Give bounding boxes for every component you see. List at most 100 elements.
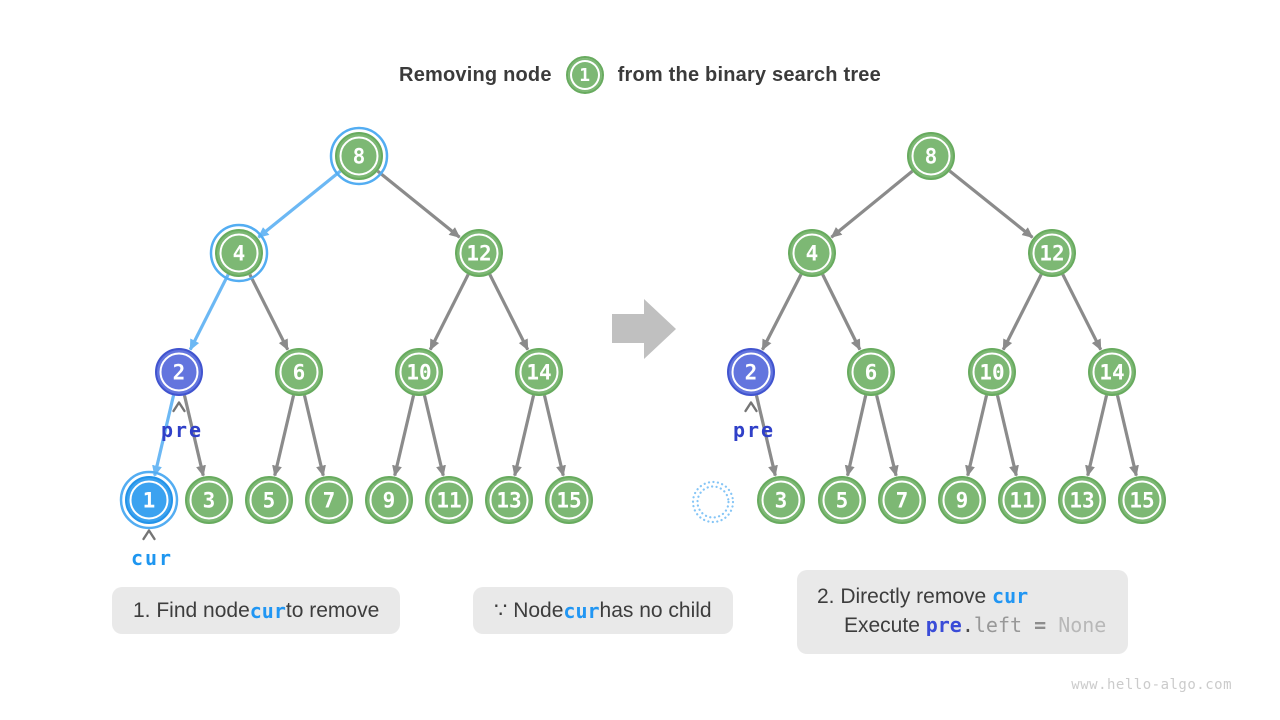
tree-node-8: 8	[329, 126, 389, 186]
edge-2-3	[182, 395, 206, 477]
edge-10-9	[965, 395, 989, 477]
node-value: 1	[143, 489, 156, 513]
node-value: 2	[173, 361, 186, 385]
edge-14-13	[512, 395, 536, 477]
node-value: 14	[1099, 361, 1124, 385]
edge-10-11	[995, 395, 1019, 477]
edge-14-15	[1115, 395, 1139, 477]
edge-14-15	[542, 395, 566, 477]
code-left-attr: left	[973, 613, 1023, 637]
node-value: 7	[896, 489, 909, 513]
removed-node-ghost-icon	[691, 480, 735, 524]
node-value: 11	[436, 489, 461, 513]
tree-node-6: 6	[847, 348, 895, 396]
edge-10-11	[422, 395, 446, 477]
edge-2-1	[152, 395, 176, 477]
node-value: 13	[496, 489, 521, 513]
tree-node-12: 12	[1028, 229, 1076, 277]
right-tree: 8 4 12 2 6 10 14 3 5 7 9 11 13 15 pre	[691, 132, 1166, 524]
cur-keyword: cur	[563, 598, 600, 623]
caret-up-icon	[142, 529, 156, 541]
edge-12-10	[1001, 273, 1043, 351]
node-value: 15	[1129, 489, 1154, 513]
cur-keyword: cur	[249, 598, 286, 623]
cur-keyword: cur	[992, 584, 1029, 608]
caption-step1: 1. Find node cur to remove	[112, 587, 401, 634]
tree-node-1: 1	[119, 470, 179, 530]
node-value: 9	[956, 489, 969, 513]
tree-node-9: 9	[938, 476, 986, 524]
tree-node-10: 10	[395, 348, 443, 396]
tree-node-2: 2	[727, 348, 775, 396]
caption-step2-text: 2. Directly remove	[817, 585, 993, 608]
tree-node-2: 2	[155, 348, 203, 396]
edge-6-5	[844, 395, 868, 477]
node-value: 4	[806, 242, 819, 266]
caption-step1-text: 1. Find node	[133, 598, 250, 622]
tree-node-14: 14	[1088, 348, 1136, 396]
caret-up-icon	[744, 401, 758, 413]
edge-8-12	[948, 169, 1034, 239]
node-value: 5	[836, 489, 849, 513]
tree-node-13: 13	[485, 476, 533, 524]
title-prefix: Removing node	[399, 63, 552, 86]
tree-node-8: 8	[907, 132, 955, 180]
edge-2-3	[754, 395, 778, 477]
edge-6-5	[272, 395, 296, 477]
edge-8-4	[830, 169, 914, 239]
caret-up-icon	[172, 401, 186, 413]
tree-node-7: 7	[878, 476, 926, 524]
tree-node-5: 5	[818, 476, 866, 524]
tree-node-7: 7	[305, 476, 353, 524]
title-suffix: from the binary search tree	[617, 63, 881, 86]
edge-8-4	[257, 169, 342, 239]
code-dot: .	[961, 613, 974, 637]
edge-12-10	[428, 273, 470, 351]
caption-step2-text2: Execute	[844, 614, 926, 637]
page-title: Removing node 1 from the binary search t…	[0, 51, 1280, 99]
node-value: 3	[203, 489, 216, 513]
tree-node-3: 3	[757, 476, 805, 524]
edge-8-12	[376, 169, 461, 239]
cur-pointer-label: cur	[131, 546, 173, 570]
tree-node-9: 9	[365, 476, 413, 524]
caption-step2-line2: Execute pre.left = None	[817, 611, 1106, 640]
caption-step1-text2: to remove	[285, 598, 380, 622]
node-value: 6	[293, 361, 306, 385]
caption-because: ∵ Node cur has no child	[473, 587, 733, 634]
tree-node-5: 5	[245, 476, 293, 524]
tree-node-10: 10	[968, 348, 1016, 396]
node-value: 7	[323, 489, 336, 513]
tree-node-15: 15	[1118, 476, 1166, 524]
code-equals: =	[1022, 613, 1059, 637]
edge-4-2	[760, 273, 803, 351]
tree-node-4: 4	[788, 229, 836, 277]
tree-node-3: 3	[185, 476, 233, 524]
node-value: 4	[233, 242, 246, 266]
edge-14-13	[1085, 395, 1109, 477]
node-value: 9	[383, 489, 396, 513]
pre-pointer-label: pre	[733, 418, 775, 442]
node-value: 15	[556, 489, 581, 513]
node-value: 10	[979, 361, 1004, 385]
caption-because-text2: has no child	[599, 598, 712, 622]
caption-because-text: ∵ Node	[494, 599, 564, 622]
tree-node-11: 11	[425, 476, 473, 524]
tree-node-11: 11	[998, 476, 1046, 524]
node-value: 13	[1069, 489, 1094, 513]
node-value: 8	[925, 145, 938, 169]
edge-12-14	[1061, 273, 1103, 351]
pre-pointer-label: pre	[161, 418, 203, 442]
tree-node-6: 6	[275, 348, 323, 396]
tree-node-14: 14	[515, 348, 563, 396]
node-value: 3	[775, 489, 788, 513]
node-value: 12	[1039, 242, 1064, 266]
tree-node-15: 15	[545, 476, 593, 524]
tree-node-12: 12	[455, 229, 503, 277]
caption-step2-line1: 2. Directly remove cur	[817, 582, 1106, 611]
edge-4-6	[248, 273, 290, 351]
edge-4-2	[188, 273, 230, 351]
pre-keyword: pre	[925, 613, 962, 637]
